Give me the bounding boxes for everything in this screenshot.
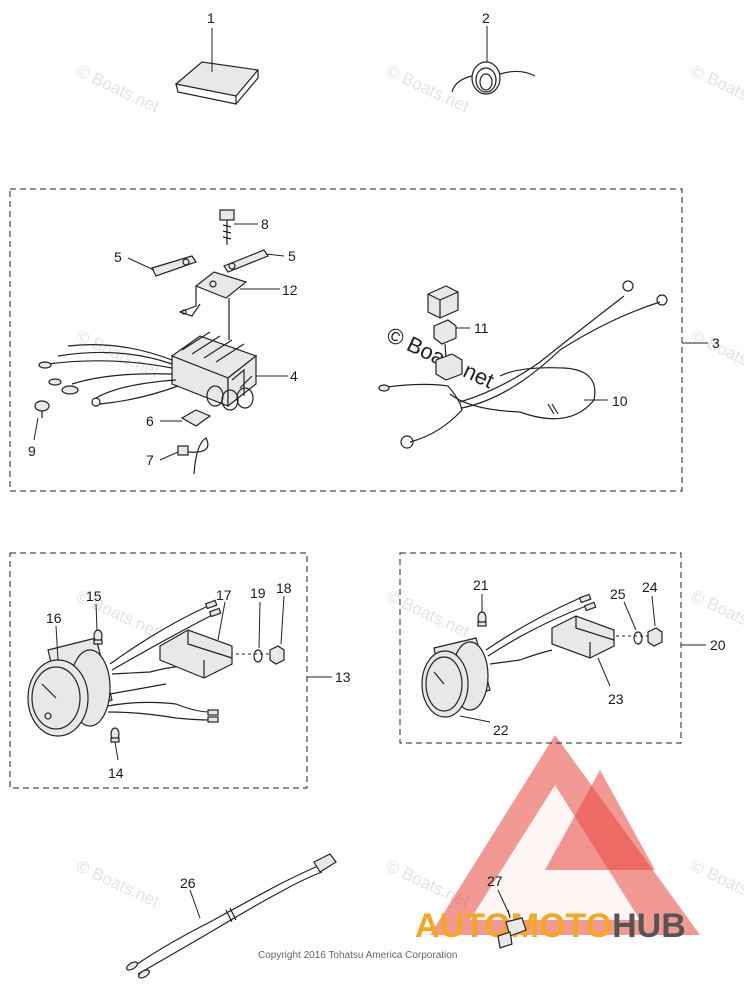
part-11-relay xyxy=(427,285,470,381)
callout-24: 24 xyxy=(642,579,658,595)
callout-22: 22 xyxy=(493,722,509,738)
part-16-gauge xyxy=(27,625,113,737)
callout-5-left: 5 xyxy=(114,249,122,265)
watermark: © Boats.net xyxy=(688,856,744,911)
callout-16: 16 xyxy=(46,610,62,626)
logo-moto: MOTO xyxy=(511,907,612,945)
part-6-cover xyxy=(160,409,212,427)
callout-12: 12 xyxy=(282,282,298,298)
part-14-bulb xyxy=(110,727,120,761)
part-5-straps xyxy=(127,249,285,277)
part-9-clip xyxy=(33,400,50,441)
callout-2: 2 xyxy=(482,10,490,26)
watermark: © Boats.net xyxy=(688,61,744,116)
part-12-bracket xyxy=(178,271,280,340)
brand-logo: AUTOMOTOHUB xyxy=(415,735,700,945)
watermark: © Boats.net xyxy=(73,326,162,381)
callout-21: 21 xyxy=(473,577,489,593)
part-10-harness xyxy=(378,280,668,449)
watermark: © Boats.net xyxy=(73,61,162,116)
logo-hub: HUB xyxy=(612,907,686,945)
part-19-washer xyxy=(253,601,263,663)
part-27-sender xyxy=(497,889,527,949)
watermark: © Boats.net xyxy=(688,586,744,641)
callout-15: 15 xyxy=(86,588,102,604)
part-16-wiring xyxy=(107,599,222,723)
callout-5-right: 5 xyxy=(288,248,296,264)
callout-19: 19 xyxy=(250,585,266,601)
part-17-bracket xyxy=(159,601,233,679)
group-box-20 xyxy=(399,552,682,744)
part-24-nut xyxy=(647,595,663,647)
group-box-13 xyxy=(9,552,308,789)
callout-13: 13 xyxy=(335,669,351,685)
group-box-3 xyxy=(9,188,683,492)
callout-14: 14 xyxy=(108,765,124,781)
part-2-spring xyxy=(451,26,536,95)
part-26-cord xyxy=(125,853,337,979)
part-18-nut xyxy=(269,595,285,665)
copyright-text: Copyright 2016 Tohatsu America Corporati… xyxy=(258,950,457,961)
callout-3: 3 xyxy=(712,335,720,351)
logo-triangle-small xyxy=(545,770,655,870)
callout-1: 1 xyxy=(207,10,215,26)
callout-27: 27 xyxy=(487,873,503,889)
part-8-bolt xyxy=(219,209,258,245)
watermark: © Boats.net xyxy=(383,586,472,641)
callout-6: 6 xyxy=(146,413,154,429)
part-22-gauge xyxy=(421,637,491,723)
part-1-pad xyxy=(174,28,260,105)
callout-26: 26 xyxy=(180,875,196,891)
watermark: © Boats.net xyxy=(383,61,472,116)
logo-text: AUTOMOTOHUB xyxy=(415,907,686,945)
callout-8: 8 xyxy=(261,216,269,232)
callout-18: 18 xyxy=(276,580,292,596)
callout-11: 11 xyxy=(474,320,489,336)
part-4-rectifier xyxy=(38,331,288,411)
part-15-bulb xyxy=(93,603,103,645)
part-7-clamp xyxy=(159,437,209,475)
part-23-bracket xyxy=(551,615,615,687)
logo-auto: AUTO xyxy=(415,907,511,945)
callout-10: 10 xyxy=(612,393,628,409)
callout-17: 17 xyxy=(216,587,232,603)
part-22-wiring xyxy=(485,593,597,665)
callout-23: 23 xyxy=(608,691,624,707)
callout-20: 20 xyxy=(710,637,726,653)
callout-9: 9 xyxy=(28,443,36,459)
callout-4: 4 xyxy=(290,368,298,384)
callout-25: 25 xyxy=(610,586,626,602)
part-25-washer xyxy=(623,601,643,645)
watermark: © Boats.net xyxy=(73,856,162,911)
part-21-bulb xyxy=(477,594,487,627)
callout-7: 7 xyxy=(146,452,154,468)
callout-labels: 1 2 3 4 5 5 6 7 8 9 10 11 12 13 14 15 16… xyxy=(28,10,726,891)
